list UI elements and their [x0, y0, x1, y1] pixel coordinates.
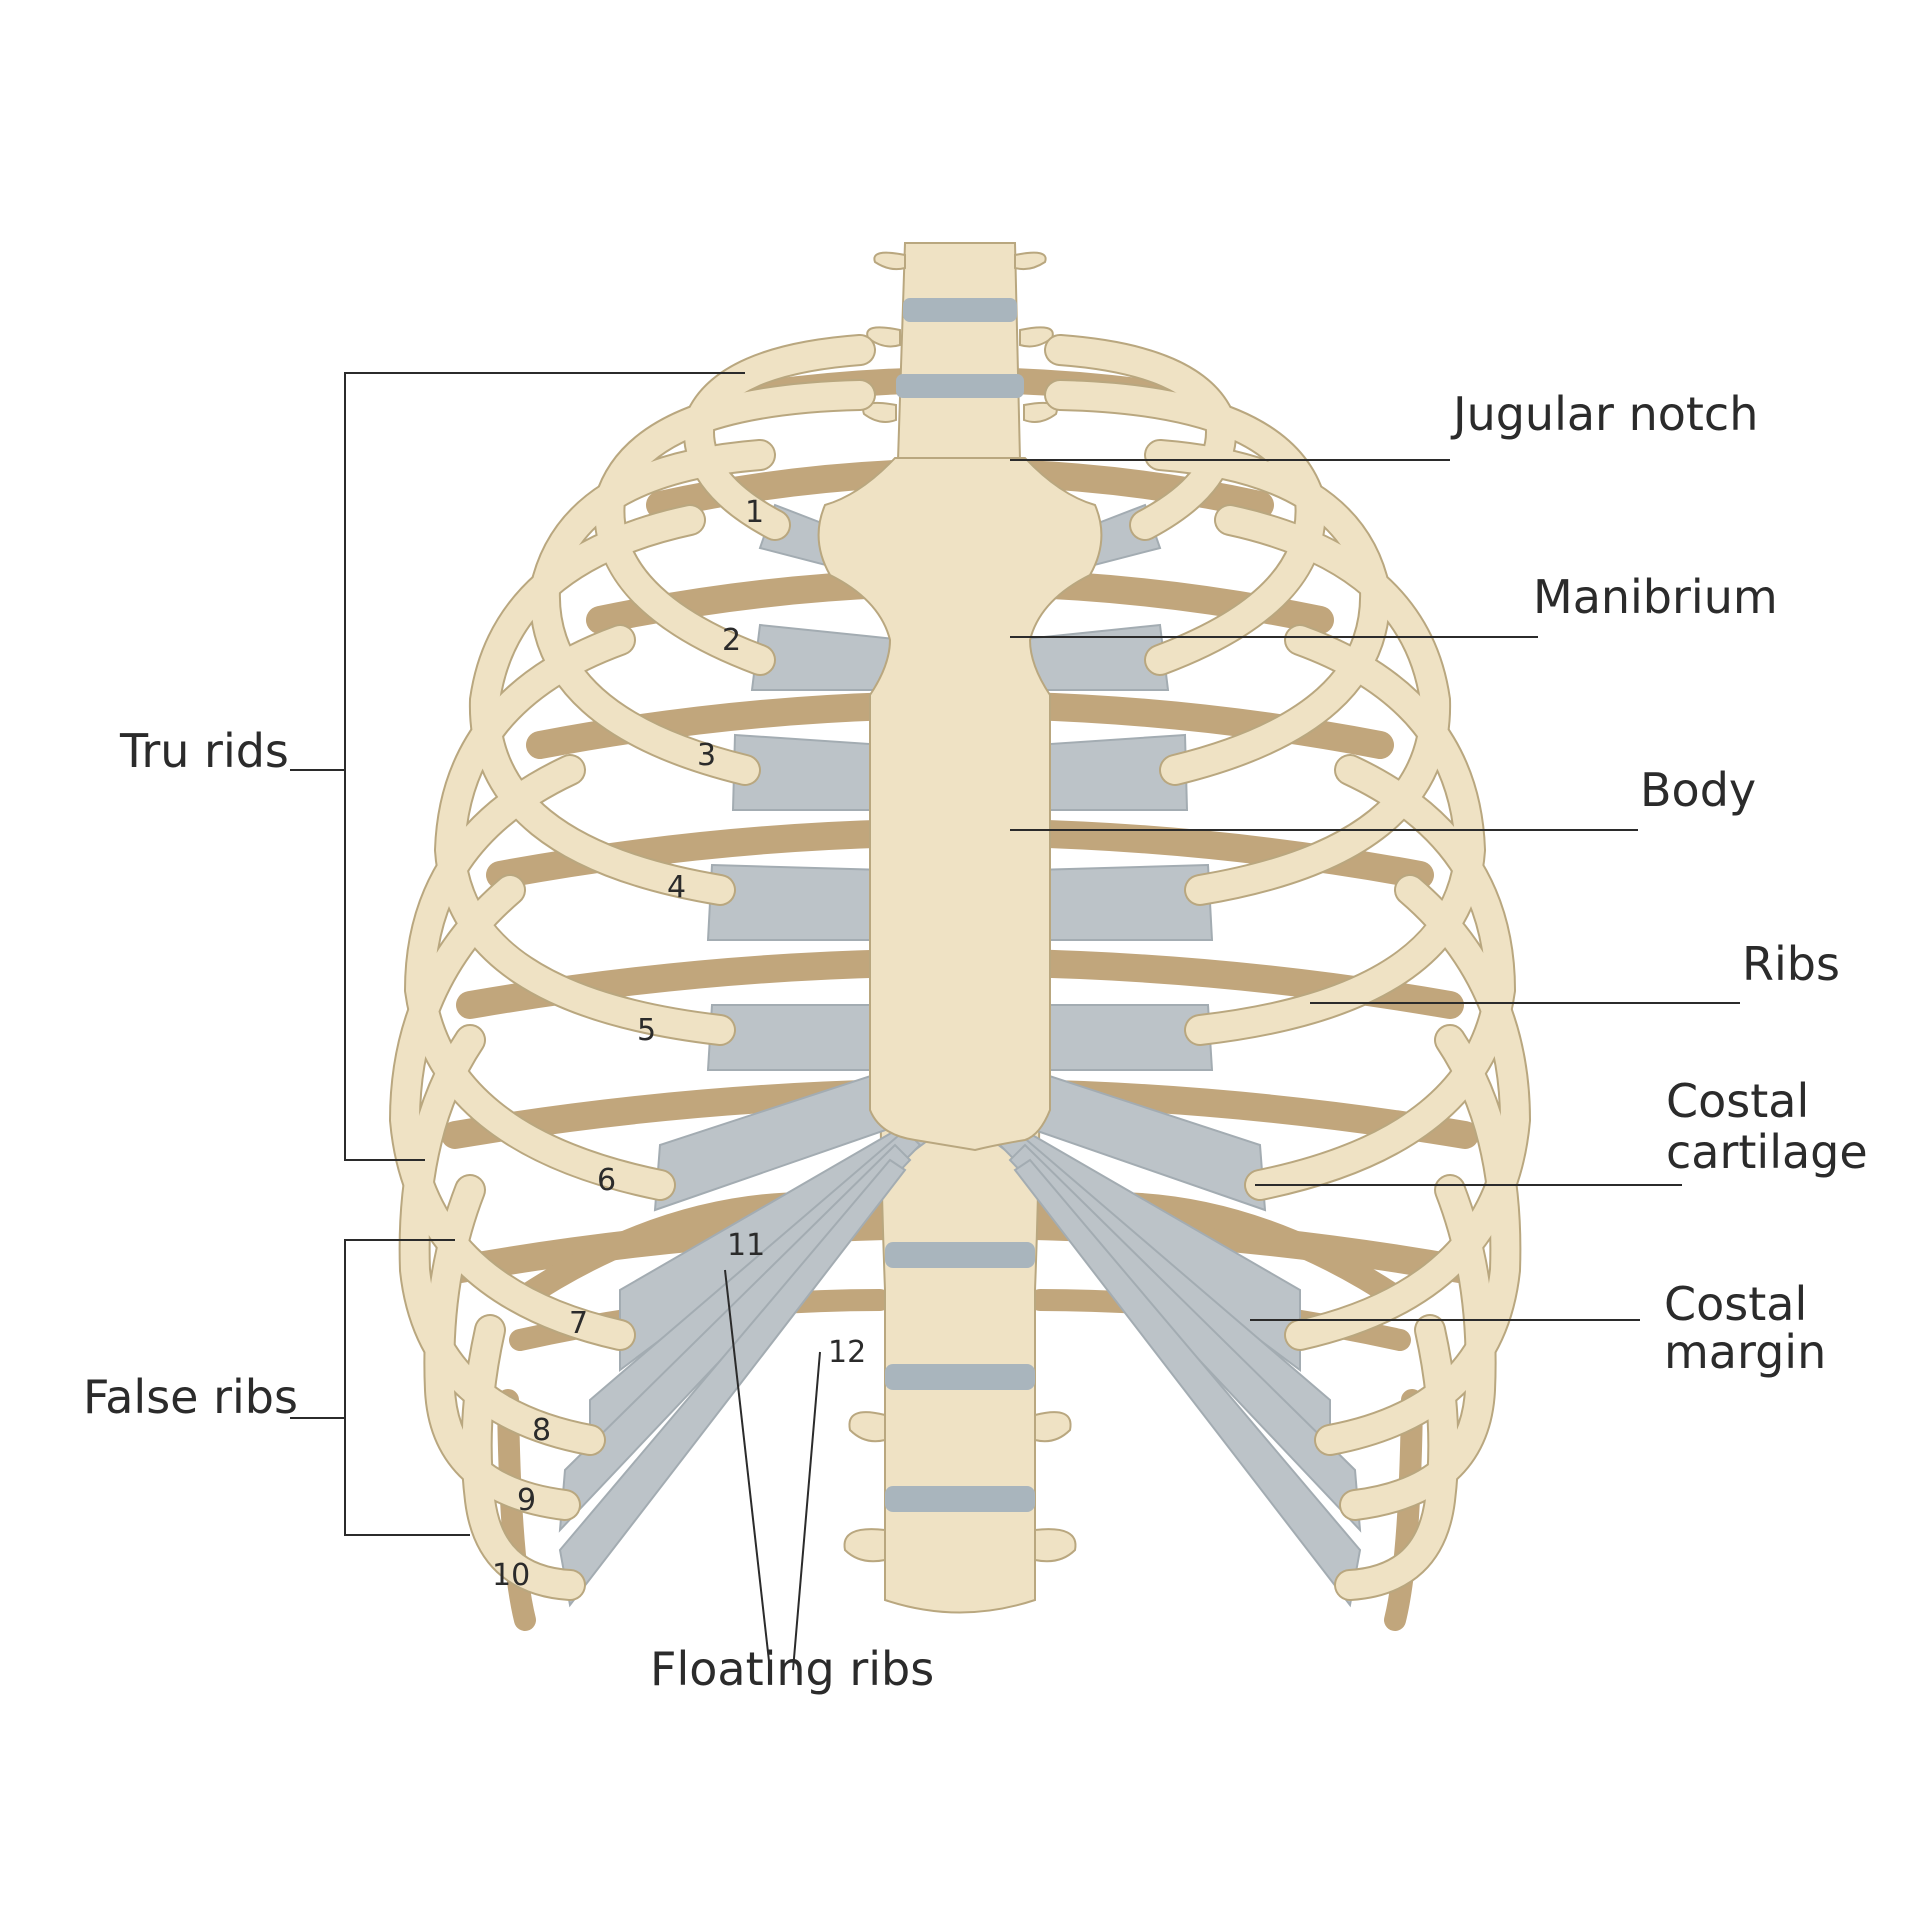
rib-number-3: 3 — [697, 738, 716, 773]
rib-number-5: 5 — [637, 1013, 656, 1048]
rib-number-6: 6 — [597, 1163, 616, 1198]
rib-number-7: 7 — [569, 1306, 588, 1341]
rib-number-11: 11 — [727, 1228, 765, 1263]
label-body: Body — [1640, 763, 1756, 817]
label-jugular-notch: Jugular notch — [1450, 387, 1758, 441]
label-false-ribs: False ribs — [83, 1370, 298, 1424]
rib-number-labels: 1 2 3 4 5 6 7 8 9 10 11 12 — [492, 495, 866, 1593]
label-manubrium: Manibrium — [1533, 570, 1778, 624]
rib-number-1: 1 — [745, 495, 764, 530]
label-ribs: Ribs — [1742, 937, 1840, 991]
rib-number-12: 12 — [828, 1335, 866, 1370]
vertebral-column — [843, 242, 1077, 1614]
label-costal-margin-line1: Costal — [1664, 1277, 1807, 1331]
label-floating-ribs: Floating ribs — [650, 1642, 934, 1696]
sternum — [817, 457, 1103, 1152]
costal-cartilages — [558, 503, 1362, 1608]
rib-number-4: 4 — [667, 870, 686, 905]
rib-number-9: 9 — [517, 1483, 536, 1518]
label-costal-cartilage-line2: cartilage — [1666, 1125, 1868, 1179]
rib-number-8: 8 — [532, 1413, 551, 1448]
rib-number-10: 10 — [492, 1558, 530, 1593]
label-costal-cartilage-line1: Costal — [1666, 1074, 1809, 1128]
anterior-ribs — [388, 334, 1532, 1601]
label-true-ribs: Tru rids — [119, 724, 289, 778]
label-costal-margin-line2: margin — [1664, 1325, 1826, 1379]
structure-labels: Tru rids False ribs Floating ribs Jugula… — [83, 387, 1868, 1696]
rib-number-2: 2 — [722, 623, 741, 658]
leader-lines — [290, 372, 1740, 1671]
